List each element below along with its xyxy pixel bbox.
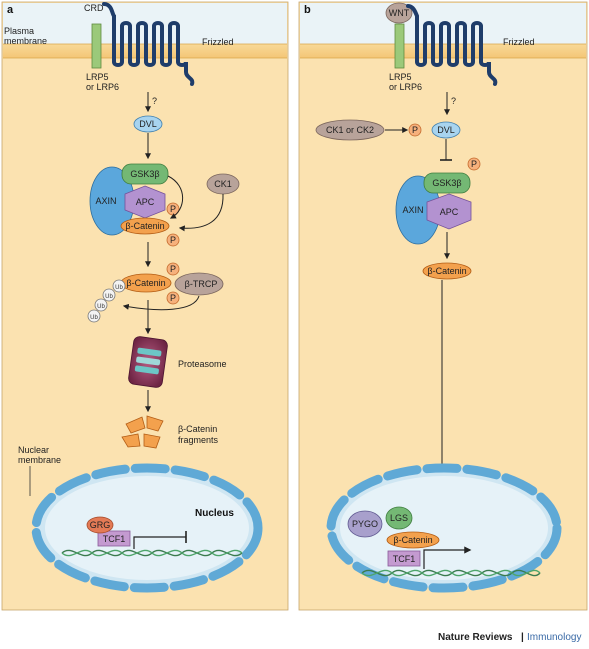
question-mark-a: ?	[152, 96, 157, 106]
ub-label-3: Ub	[97, 304, 105, 310]
phospho-a-4	[166, 291, 180, 305]
beta-catenin-label-b-2: β-Catenin	[393, 535, 432, 545]
fragments-label-1: β-Catenin	[178, 424, 217, 434]
panel-b: b WNT LRP5 or LRP6 Frizzled ? CK1 or CK2…	[298, 1, 588, 611]
gsk3b-label-b: GSK3β	[432, 178, 461, 188]
frizzled-label-a: Frizzled	[202, 37, 234, 47]
axin-label-b: AXIN	[402, 205, 423, 215]
grg-a	[86, 516, 114, 534]
axin-label-a: AXIN	[95, 196, 116, 206]
gsk3b-label-a: GSK3β	[130, 169, 159, 179]
phospho-b-2	[467, 157, 481, 171]
ubiquitin-chain: Ub Ub Ub Ub	[87, 279, 126, 323]
proteasome-icon	[128, 336, 168, 388]
grg-label-a: GRG	[90, 520, 111, 530]
tcf1-label-a: TCF1	[103, 534, 126, 544]
dna-helix-a	[61, 549, 243, 557]
nucleus-label-a: Nucleus	[195, 508, 234, 519]
beta-catenin-label-b-1: β-Catenin	[427, 266, 466, 276]
lrp-label-a-2: or LRP6	[86, 82, 119, 92]
pygo-b	[347, 510, 383, 538]
dvl-label-a: DVL	[139, 119, 157, 129]
frizzled-label-b: Frizzled	[503, 37, 535, 47]
proteasome-label: Proteasome	[178, 359, 227, 369]
tcf1-a	[97, 530, 131, 547]
phospho-label-a-4: P	[170, 293, 176, 303]
gsk3b-phospho-arrow	[167, 175, 184, 219]
phospho-label-b-1: P	[412, 125, 418, 135]
footer-journal: Nature Reviews	[438, 632, 513, 643]
fragments-label-2: fragments	[178, 435, 219, 445]
dvl-a	[133, 115, 163, 133]
beta-catenin-b-2	[386, 531, 440, 549]
beta-catenin-fragments-icon	[121, 415, 164, 449]
nuclear-membrane-label-2: membrane	[18, 455, 61, 465]
btrcp-label-a: β-TRCP	[185, 279, 218, 289]
dvl-b	[431, 121, 461, 139]
phospho-a-2	[166, 233, 180, 247]
ck-label-b: CK1 or CK2	[326, 125, 374, 135]
gsk3b-a	[121, 163, 169, 185]
phospho-label-b-2: P	[471, 159, 477, 169]
lrp-label-a-1: LRP5	[86, 72, 109, 82]
wnt-b	[385, 2, 413, 24]
dna-helix-b	[361, 569, 541, 577]
nuclear-membrane-label-1: Nuclear	[18, 445, 49, 455]
phospho-label-a-2: P	[170, 235, 176, 245]
btrcp-a	[174, 272, 224, 296]
footer-subject: Immunology	[527, 632, 581, 643]
repression-arrow-a	[133, 536, 186, 549]
apc-label-b: APC	[440, 207, 459, 217]
tcf1-label-b: TCF1	[393, 554, 416, 564]
pygo-label-b: PYGO	[352, 519, 378, 529]
ub-label-4: Ub	[90, 315, 98, 321]
ubiquitination-arrow	[122, 295, 200, 311]
dvl-label-b: DVL	[437, 125, 455, 135]
ub-label-2: Ub	[105, 294, 113, 300]
ub-label-1: Ub	[115, 285, 123, 291]
beta-catenin-label-a-2: β-Catenin	[126, 278, 165, 288]
gsk3b-b	[423, 172, 471, 194]
lrp-label-b-1: LRP5	[389, 72, 412, 82]
nucleus-a	[31, 463, 263, 593]
phospho-b-1	[408, 123, 422, 137]
plasma-membrane-label-2: membrane	[4, 36, 47, 46]
ck1-arrow-a	[178, 193, 224, 232]
frizzled-receptor-a	[102, 2, 195, 86]
lgs-label-b: LGS	[390, 513, 408, 523]
ck1-label-a: CK1	[214, 179, 232, 189]
lrp-label-b-2: or LRP6	[389, 82, 422, 92]
crd-label: CRD	[84, 3, 104, 13]
phospho-label-a-3: P	[170, 264, 176, 274]
lrp-receptor-b	[394, 23, 405, 69]
beta-catenin-label-a-1: β-Catenin	[125, 221, 164, 231]
wnt-label-b: WNT	[389, 8, 410, 18]
apc-label-a: APC	[136, 197, 155, 207]
beta-catenin-b-1	[422, 262, 472, 280]
phospho-label-a-1: P	[170, 204, 176, 214]
ck-b	[315, 119, 385, 141]
phospho-a-3	[166, 262, 180, 276]
tcf1-b	[387, 550, 421, 567]
footer-separator: |	[521, 632, 524, 643]
beta-catenin-a-1	[120, 217, 170, 235]
panel-a-letter: a	[7, 4, 14, 16]
transcription-arrow-b	[423, 546, 472, 569]
lgs-b	[385, 506, 413, 530]
lrp-receptor-a	[91, 23, 102, 69]
panel-a: a Plasma membrane CRD LRP5 or LRP6 Frizz…	[1, 1, 289, 611]
apc-b	[426, 193, 472, 230]
frizzled-receptor-b	[406, 4, 498, 86]
question-mark-b: ?	[451, 96, 456, 106]
panel-b-letter: b	[304, 4, 311, 16]
plasma-membrane-label-1: Plasma	[4, 26, 34, 36]
